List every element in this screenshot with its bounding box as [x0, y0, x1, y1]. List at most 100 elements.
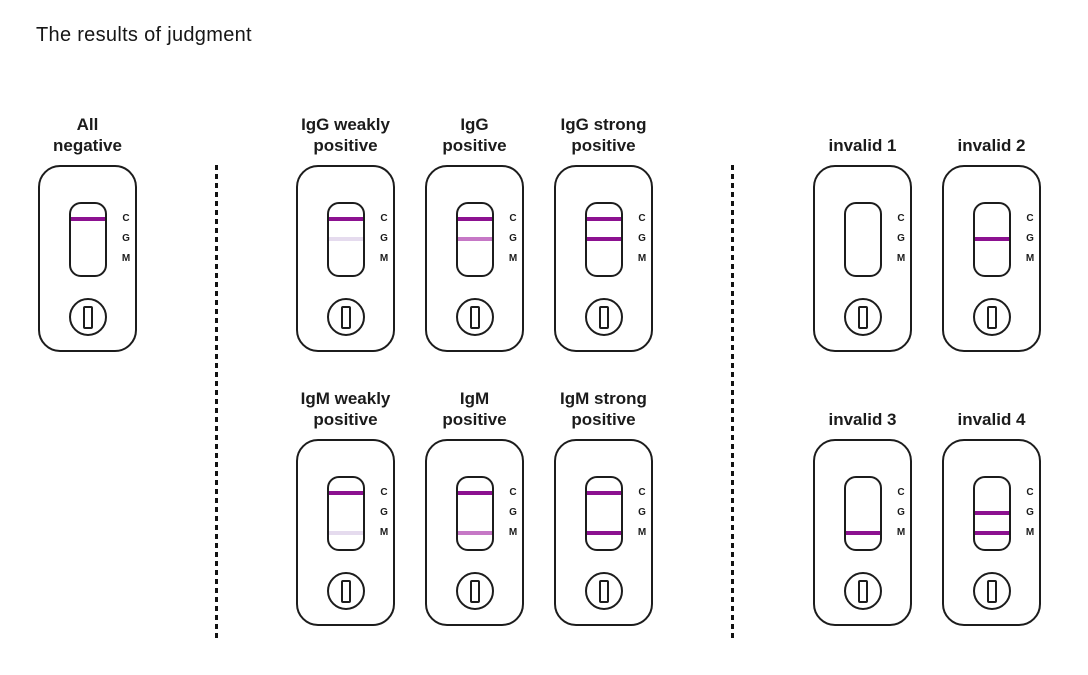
cassette-unit: IgG positive C G M: [425, 104, 524, 352]
test-cassette: C G M: [425, 439, 524, 626]
position-label-g: G: [380, 233, 388, 244]
position-label-g: G: [638, 233, 646, 244]
test-line-c: [587, 491, 621, 495]
sample-well-icon: [69, 298, 107, 336]
cassette-unit: invalid 3 C G M: [813, 378, 912, 626]
result-window: [844, 202, 882, 277]
position-label-c: C: [1026, 213, 1034, 224]
position-label-m: M: [379, 527, 389, 538]
position-label-m: M: [1025, 253, 1035, 264]
position-label-c: C: [122, 213, 130, 224]
test-line-c: [587, 217, 621, 221]
position-label-m: M: [637, 527, 647, 538]
sample-well-icon: [585, 572, 623, 610]
position-label-g: G: [509, 233, 517, 244]
position-label-c: C: [638, 213, 646, 224]
position-label-c: C: [380, 487, 388, 498]
result-window: [844, 476, 882, 551]
test-cassette: C G M: [425, 165, 524, 352]
sample-well-slot: [341, 305, 351, 329]
position-label-m: M: [896, 253, 906, 264]
sample-well-icon: [585, 298, 623, 336]
cassette-unit: IgG weakly positive C G M: [296, 104, 395, 352]
sample-well-slot: [341, 579, 351, 603]
cassette-label: invalid 1: [828, 136, 897, 155]
result-window: [585, 476, 623, 551]
result-window: [973, 476, 1011, 551]
cassette-unit: IgM strong positive C G M: [554, 378, 653, 626]
position-label-c: C: [509, 487, 517, 498]
position-label-c: C: [897, 213, 905, 224]
position-label-g: G: [509, 507, 517, 518]
sample-well-icon: [456, 298, 494, 336]
position-label-m: M: [379, 253, 389, 264]
test-cassette: C G M: [554, 439, 653, 626]
test-line-g: [975, 237, 1009, 241]
cassette-label: IgG weakly positive: [301, 115, 390, 155]
sample-well-icon: [844, 572, 882, 610]
cassette-label: IgM weakly positive: [300, 389, 391, 429]
test-line-g: [975, 511, 1009, 515]
position-label-g: G: [897, 233, 905, 244]
sample-well-icon: [973, 298, 1011, 336]
test-cassette: C G M: [554, 165, 653, 352]
test-line-g: [458, 237, 492, 241]
sample-well-slot: [599, 579, 609, 603]
test-line-m: [458, 531, 492, 535]
test-cassette: C G M: [942, 165, 1041, 352]
test-line-c: [71, 217, 105, 221]
result-window: [456, 476, 494, 551]
group-invalid: invalid 1 C G M invalid 2 C G M: [813, 104, 1041, 626]
cassette-label: invalid 4: [957, 410, 1026, 429]
sample-well-slot: [470, 579, 480, 603]
result-window: [69, 202, 107, 277]
position-label-c: C: [638, 487, 646, 498]
cassette-unit: IgM weakly positive C G M: [296, 378, 395, 626]
position-label-m: M: [637, 253, 647, 264]
test-line-m: [846, 531, 880, 535]
sample-well-slot: [83, 305, 93, 329]
result-window: [585, 202, 623, 277]
position-label-m: M: [508, 253, 518, 264]
cassette-unit: invalid 4 C G M: [942, 378, 1041, 626]
position-label-g: G: [897, 507, 905, 518]
cassette-label: invalid 2: [957, 136, 1026, 155]
sample-well-icon: [973, 572, 1011, 610]
test-line-c: [329, 217, 363, 221]
sample-well-slot: [858, 579, 868, 603]
group-negative: All negative C G M: [38, 104, 137, 352]
test-line-m: [587, 531, 621, 535]
sample-well-icon: [456, 572, 494, 610]
sample-well-slot: [858, 305, 868, 329]
cassette-unit: All negative C G M: [38, 104, 137, 352]
test-cassette: C G M: [38, 165, 137, 352]
position-label-c: C: [1026, 487, 1034, 498]
position-label-g: G: [380, 507, 388, 518]
sample-well-icon: [327, 298, 365, 336]
position-label-c: C: [380, 213, 388, 224]
position-label-m: M: [508, 527, 518, 538]
cassette-label: invalid 3: [828, 410, 897, 429]
test-cassette: C G M: [296, 439, 395, 626]
test-line-g: [329, 237, 363, 241]
sample-well-slot: [470, 305, 480, 329]
position-label-c: C: [897, 487, 905, 498]
result-window: [973, 202, 1011, 277]
position-label-m: M: [1025, 527, 1035, 538]
result-window: [327, 476, 365, 551]
sample-well-icon: [844, 298, 882, 336]
cassette-label: IgM positive: [442, 389, 507, 429]
cassette-label: All negative: [53, 115, 122, 155]
sample-well-slot: [987, 579, 997, 603]
test-line-m: [975, 531, 1009, 535]
test-cassette: C G M: [942, 439, 1041, 626]
test-line-c: [329, 491, 363, 495]
test-line-g: [587, 237, 621, 241]
dotted-divider-right: [731, 165, 734, 641]
position-label-m: M: [121, 253, 131, 264]
cassette-label: IgG strong positive: [560, 115, 647, 155]
position-label-g: G: [1026, 507, 1034, 518]
result-window: [456, 202, 494, 277]
position-label-g: G: [1026, 233, 1034, 244]
